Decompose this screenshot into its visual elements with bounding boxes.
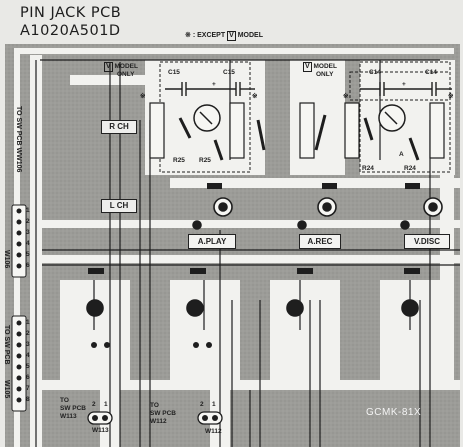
w105-pin-2: 2 xyxy=(26,330,30,337)
w106-pin-2: 2 xyxy=(26,218,30,225)
label-c15-right: C15 xyxy=(223,69,235,76)
w113-pin-1: 1 xyxy=(104,401,108,408)
w105-pin-3: 3 xyxy=(26,341,30,348)
w105-pin-8: 8 xyxy=(26,396,30,403)
label-r25-left: R25 xyxy=(173,157,185,164)
label-r25-right: R25 xyxy=(199,157,211,164)
resistors xyxy=(149,102,445,159)
w106-pin-3: 3 xyxy=(26,229,30,236)
title-line2: A1020A501D xyxy=(20,23,121,39)
w105-pin-4: 4 xyxy=(26,352,30,359)
w105-name: W105 xyxy=(3,380,10,399)
w106-connector-label: TO SW PCB WW106 xyxy=(15,106,22,173)
w112-sw-pcb: SW PCB xyxy=(150,410,176,417)
w113-to: TO xyxy=(60,397,69,404)
bottom-connectors xyxy=(87,411,223,425)
except-note: ※ : EXCEPT V MODEL xyxy=(185,31,263,41)
board-brand-mark: GCMK-81X xyxy=(366,407,422,418)
label-a-mark: A xyxy=(399,151,404,158)
except-mark-1: ※ xyxy=(140,93,146,100)
w106-pin-5: 5 xyxy=(26,251,30,258)
title-line1: PIN JACK PCB xyxy=(20,5,122,21)
w105-pin-5: 5 xyxy=(26,363,30,370)
except-mark-3: ※ xyxy=(343,93,349,100)
w106-pin-4: 4 xyxy=(26,240,30,247)
w112-name-small: W112 xyxy=(150,418,167,425)
label-cap-plus-2: + xyxy=(402,81,406,88)
w113-pin-2: 2 xyxy=(92,401,96,408)
model-only-tag-left: V MODEL xyxy=(104,62,138,72)
upper-jacks xyxy=(192,197,443,230)
w112-to: TO xyxy=(150,402,159,409)
model-box-left: V xyxy=(104,62,113,72)
w113-name-small: W113 xyxy=(60,413,77,420)
except-model-suffix: MODEL xyxy=(237,32,263,39)
w105-pin-1: 1 xyxy=(26,319,30,326)
label-r24-right: R24 xyxy=(404,165,416,172)
model-box-right: V xyxy=(303,62,312,72)
label-r24-left: R24 xyxy=(362,165,374,172)
jack-aplay: A.PLAY xyxy=(188,234,236,249)
component-leads xyxy=(178,114,420,161)
w112-pin-1: 1 xyxy=(212,401,216,408)
w105-pin-7: 7 xyxy=(26,385,30,392)
label-c14-left: C14 xyxy=(369,69,381,76)
w113-sw-pcb: SW PCB xyxy=(60,405,86,412)
except-mark-4: ※ xyxy=(448,93,454,100)
label-cap-plus-1: + xyxy=(212,81,216,88)
left-connectors xyxy=(11,204,27,412)
upper-pads xyxy=(207,183,420,189)
except-symbol: ※ xyxy=(185,32,191,39)
jack-arec: A.REC xyxy=(299,234,341,249)
w112-pin-2: 2 xyxy=(200,401,204,408)
capacitors xyxy=(165,82,452,96)
lower-pads xyxy=(88,268,420,348)
transistors xyxy=(193,104,406,132)
except-text: : EXCEPT xyxy=(192,32,226,39)
l-ch-label: L CH xyxy=(101,199,137,213)
model-only-tag-right: V MODEL xyxy=(303,62,337,72)
except-mark-2: ※ xyxy=(252,93,258,100)
label-c14-right: C14 xyxy=(425,69,437,76)
r-ch-label: R CH xyxy=(101,120,137,134)
label-c15-left: C15 xyxy=(168,69,180,76)
model-text-right: MODEL xyxy=(313,63,337,70)
left-connector-pins xyxy=(16,208,22,403)
w106-pin-1: 1 xyxy=(26,207,30,214)
model-only-line2-left: ONLY xyxy=(117,71,135,78)
w105-connector-label: TO SW PCB xyxy=(3,325,10,365)
except-model-box: V xyxy=(227,31,236,41)
w105-pin-6: 6 xyxy=(26,374,30,381)
bottom-connector-pins xyxy=(92,415,218,421)
lower-jacks xyxy=(86,299,419,317)
w112-label: W112 xyxy=(205,428,222,435)
model-text-left: MODEL xyxy=(114,63,138,70)
w106-pin-6: 6 xyxy=(26,262,30,269)
w113-label: W113 xyxy=(92,427,109,434)
jack-vdisc: V.DISC xyxy=(404,234,450,249)
w106-name: W106 xyxy=(3,250,10,269)
model-only-line2-right: ONLY xyxy=(316,71,334,78)
